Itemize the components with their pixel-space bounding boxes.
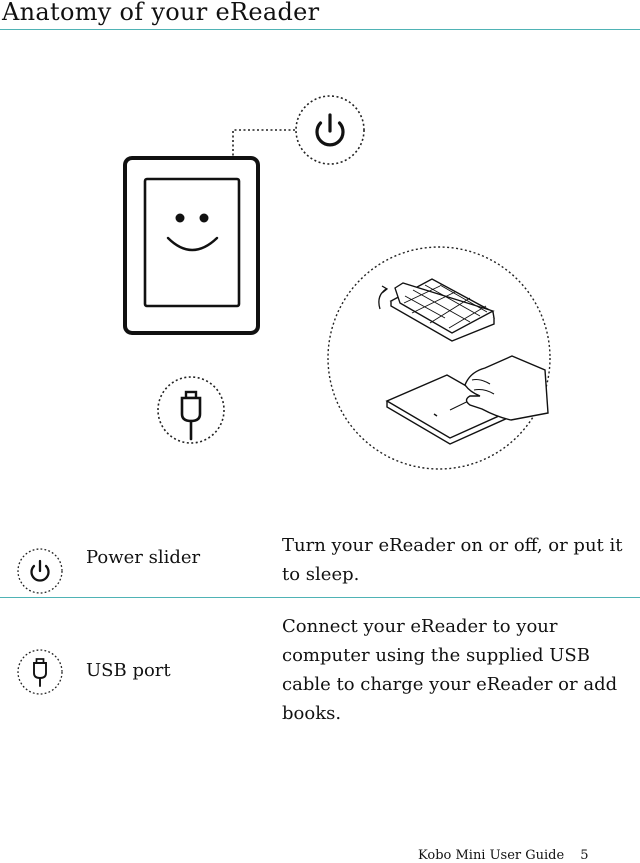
power-icon: [17, 548, 63, 594]
usb-icon: [157, 376, 225, 444]
page-footer: Kobo Mini User Guide 5: [418, 848, 588, 863]
row-description-usb-port: Connect your eReader to your computer us…: [282, 616, 618, 724]
page-title: Anatomy of your eReader: [2, 0, 320, 26]
usb-icon: [17, 649, 63, 695]
row-label-usb-port: USB port: [86, 660, 171, 681]
row-description-power-slider: Turn your eReader on or off, or put it t…: [282, 535, 623, 585]
table-row-divider: [0, 597, 640, 598]
ereader-anatomy-illustration: [123, 95, 551, 470]
power-connector-line: [232, 129, 296, 160]
power-icon: [295, 95, 365, 165]
row-label-power-slider: Power slider: [86, 547, 201, 568]
title-rule: [0, 29, 640, 30]
guide-name: Kobo Mini User Guide: [418, 848, 565, 863]
ereader-device: [123, 156, 260, 335]
sleep-cover-illustration: [327, 246, 551, 470]
page-number: 5: [580, 848, 589, 863]
